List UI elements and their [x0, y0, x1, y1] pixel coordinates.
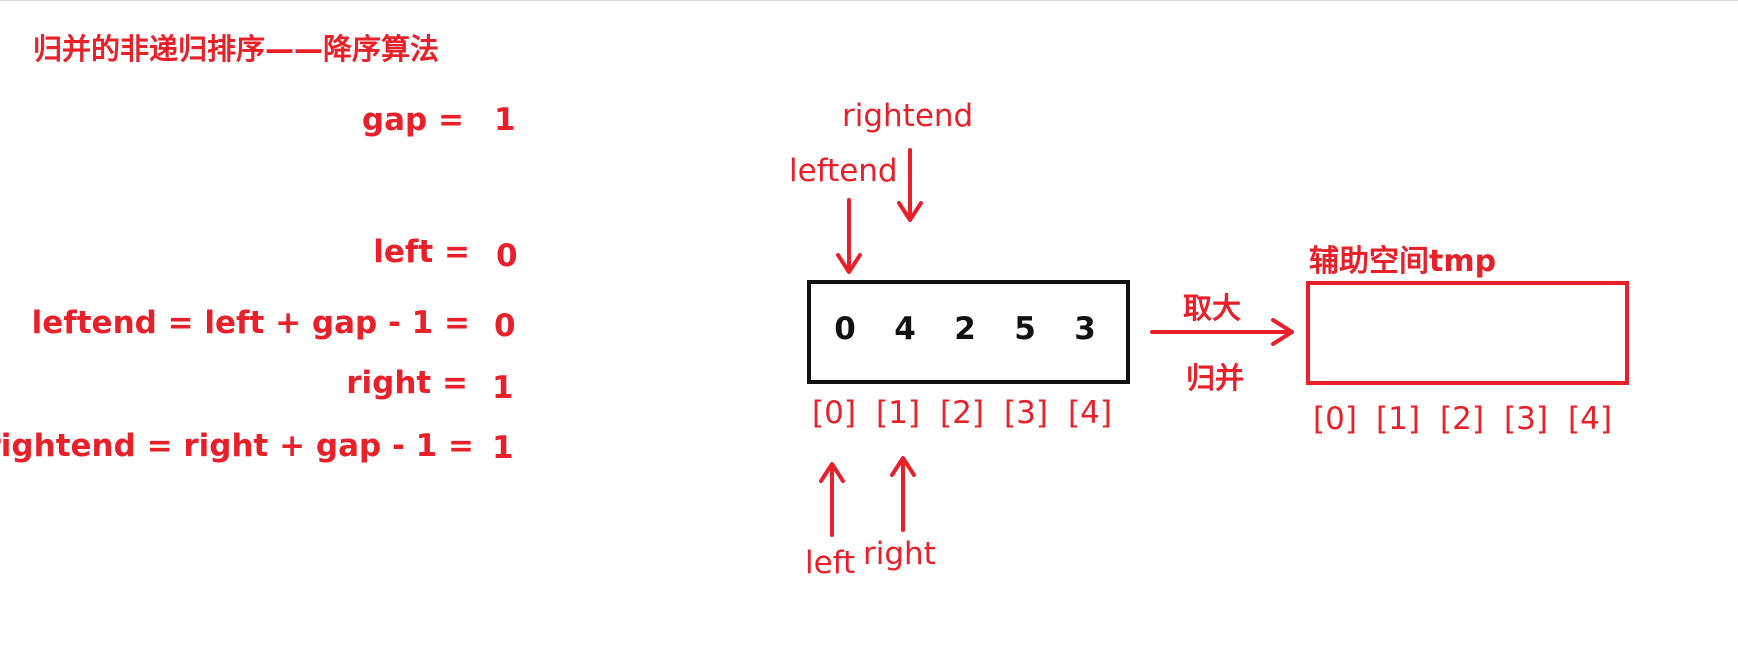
array-index-1: [1] [876, 395, 920, 431]
tmp-index-1: [1] [1376, 401, 1420, 437]
array-index-0: [0] [812, 395, 856, 431]
tmp-index-2: [2] [1440, 401, 1484, 437]
leftend-pointer-label: leftend [789, 153, 898, 189]
array-index-3: [3] [1004, 395, 1048, 431]
right-up-arrow [890, 456, 916, 532]
merge-take-larger-label: 取大 [1183, 291, 1242, 325]
merge-right-arrow [1150, 318, 1294, 346]
array-cell-1: 4 [894, 311, 916, 347]
gap-value: 1 [494, 102, 516, 138]
tmp-index-0: [0] [1313, 401, 1357, 437]
right-label: right = [346, 365, 468, 401]
tmp-index-3: [3] [1504, 401, 1548, 437]
rightend-down-arrow [897, 148, 923, 222]
tmp-box [1306, 281, 1629, 385]
leftend-value: 0 [494, 308, 516, 344]
array-cell-2: 2 [954, 311, 976, 347]
diagram-title: 归并的非递归排序——降序算法 [33, 32, 440, 66]
rightend-value: 1 [492, 430, 514, 466]
tmp-index-4: [4] [1568, 401, 1612, 437]
left-pointer-label: left [805, 545, 856, 581]
array-cell-0: 0 [834, 311, 856, 347]
array-cell-3: 5 [1014, 311, 1036, 347]
rightend-pointer-label: rightend [842, 98, 974, 134]
right-value: 1 [492, 370, 514, 406]
left-value: 0 [496, 238, 518, 274]
array-index-2: [2] [940, 395, 984, 431]
leftend-label: leftend = left + gap - 1 = [31, 305, 470, 341]
array-cell-4: 3 [1074, 311, 1096, 347]
gap-label: gap = [361, 102, 464, 138]
merge-label: 归并 [1186, 361, 1245, 395]
top-border-line [0, 0, 1738, 1]
leftend-down-arrow [836, 198, 862, 274]
left-up-arrow [819, 462, 845, 537]
right-pointer-label: right [863, 536, 936, 572]
array-box [807, 280, 1130, 384]
tmp-title: 辅助空间tmp [1309, 244, 1497, 279]
array-index-4: [4] [1068, 395, 1112, 431]
rightend-label: rightend = right + gap - 1 = [0, 428, 474, 464]
left-label: left = [373, 234, 470, 270]
